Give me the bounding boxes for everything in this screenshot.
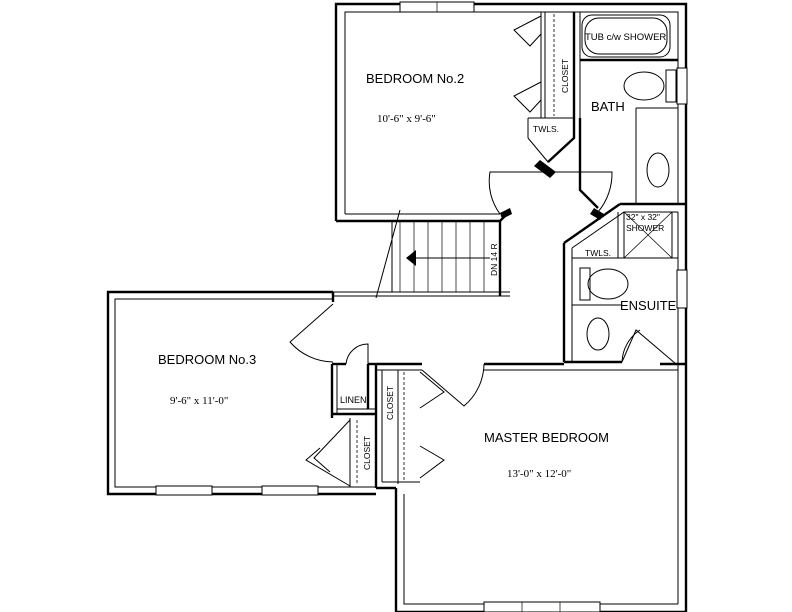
ensuite-toilet-bowl [587,268,629,300]
window-bedroom3-right [261,485,319,496]
labels: BEDROOM No.2 10'-6" x 9'-6" BATH TUB c/w… [158,32,677,480]
stair-break-line [375,209,401,299]
bifold-door-bed2-top [513,15,542,47]
bath-toilet-bowl [623,71,665,101]
window-master [483,601,601,612]
stairs [375,209,501,299]
door-bedroom3 [289,303,334,363]
window-bath [676,67,688,105]
ensuite-name: ENSUITE [620,298,677,313]
bifold-door-bed3-bottom [305,447,351,487]
door-bedroom2-left [488,171,545,215]
tub-label: TUB c/w SHOWER [585,32,666,43]
ensuite-toilet-tank [579,267,591,301]
bath-sink [646,152,670,188]
closet-master-label: CLOSET [385,386,395,420]
bifold-door-bed3-top [313,419,351,473]
door-linen [345,343,369,365]
twls-ensuite-label: TWLS. [585,248,611,258]
bath-toilet-tank [665,69,677,103]
bedroom2-dims: 10'-6" x 9'-6" [377,113,436,125]
bifold-door-master-bottom [419,445,445,479]
shower-size-label: 32" x 32" [626,212,660,222]
bifold-door-bed2-bottom [513,81,542,113]
bathtub [581,14,671,58]
shower-label: SHOWER [626,223,664,233]
door-ensuite [621,329,677,365]
bifold-door-master-top [419,371,445,409]
walls [106,2,688,612]
fixtures [579,14,677,351]
door-bedroom2-right [550,171,613,213]
bedroom3-name: BEDROOM No.3 [158,352,256,367]
master-dims: 13'-0" x 12'-0" [507,468,571,480]
bath-name: BATH [591,99,625,114]
closets [305,12,575,487]
doors [289,160,677,407]
window-ensuite [676,269,688,309]
master-outer-wall [394,488,686,612]
window-bedroom3-left [155,485,213,496]
windows [155,1,688,612]
linen-label: LINEN [340,395,367,405]
twls-bath-label: TWLS. [533,124,559,134]
bedroom2-name: BEDROOM No.2 [366,71,464,86]
stair-label: DN 14 R [489,243,499,276]
closet-bed2-label: CLOSET [560,59,570,93]
bedroom3-dims: 9'-6" x 11'-0" [170,395,228,407]
ensuite-wall [620,202,688,612]
bedroom3-outer-wall [106,290,376,496]
door-master [421,363,485,407]
stair-arrow-head [406,250,416,266]
ensuite-sink [586,317,610,351]
closet-bed3-label: CLOSET [362,436,372,470]
master-name: MASTER BEDROOM [484,430,609,445]
ensuite-shower [623,211,673,259]
